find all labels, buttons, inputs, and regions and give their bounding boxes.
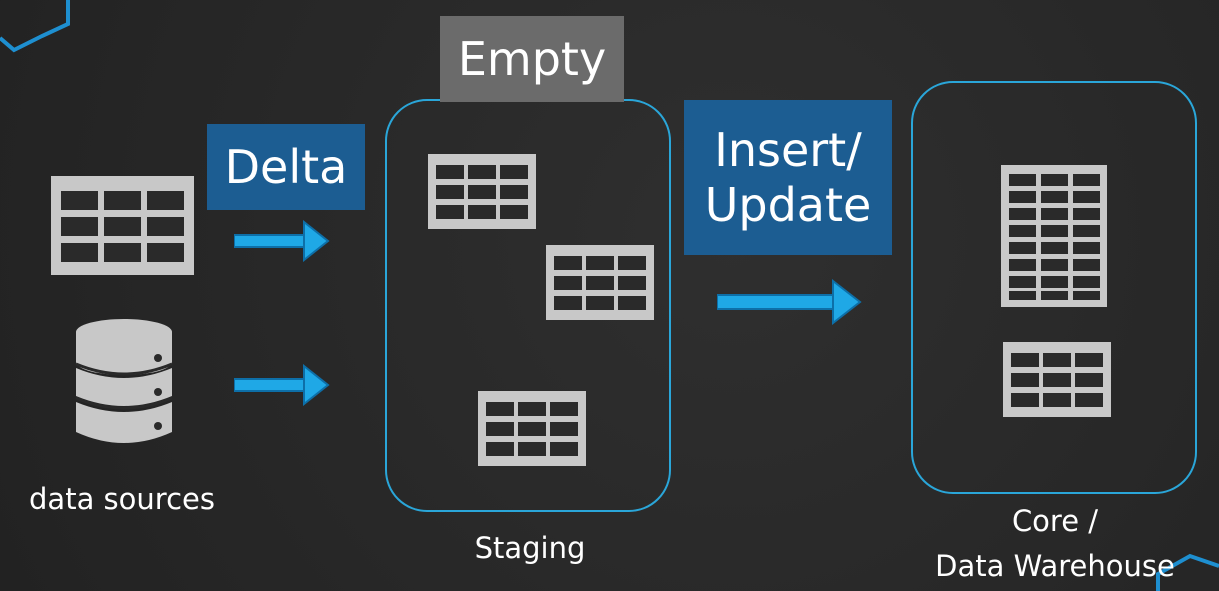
insert-update-line2: Update bbox=[704, 177, 872, 232]
arrow-right-icon bbox=[717, 279, 862, 325]
staging-table-icon bbox=[428, 154, 536, 229]
source-table-icon bbox=[51, 176, 194, 275]
delta-label: Delta bbox=[207, 124, 365, 210]
core-panel bbox=[911, 81, 1197, 494]
staging-table-icon bbox=[478, 391, 586, 466]
insert-update-line1: Insert/ bbox=[714, 123, 862, 178]
core-caption-line1: Core / bbox=[1011, 504, 1099, 538]
arrow-right-icon bbox=[234, 364, 330, 406]
core-table-icon bbox=[1001, 165, 1107, 307]
arrow-right-icon bbox=[234, 220, 330, 262]
core-table-icon bbox=[1003, 342, 1111, 417]
staging-table-icon bbox=[546, 245, 654, 320]
insert-update-label: Insert/ Update bbox=[684, 100, 892, 255]
empty-label: Empty bbox=[440, 16, 624, 102]
staging-caption: Staging bbox=[474, 531, 586, 565]
source-database-icon bbox=[75, 319, 173, 443]
core-caption-line2: Data Warehouse bbox=[935, 549, 1175, 583]
hexagon-decoration-top-left bbox=[0, 0, 70, 53]
data-sources-caption: data sources bbox=[29, 482, 215, 516]
hexagon-decoration-bottom-right bbox=[1156, 553, 1219, 591]
